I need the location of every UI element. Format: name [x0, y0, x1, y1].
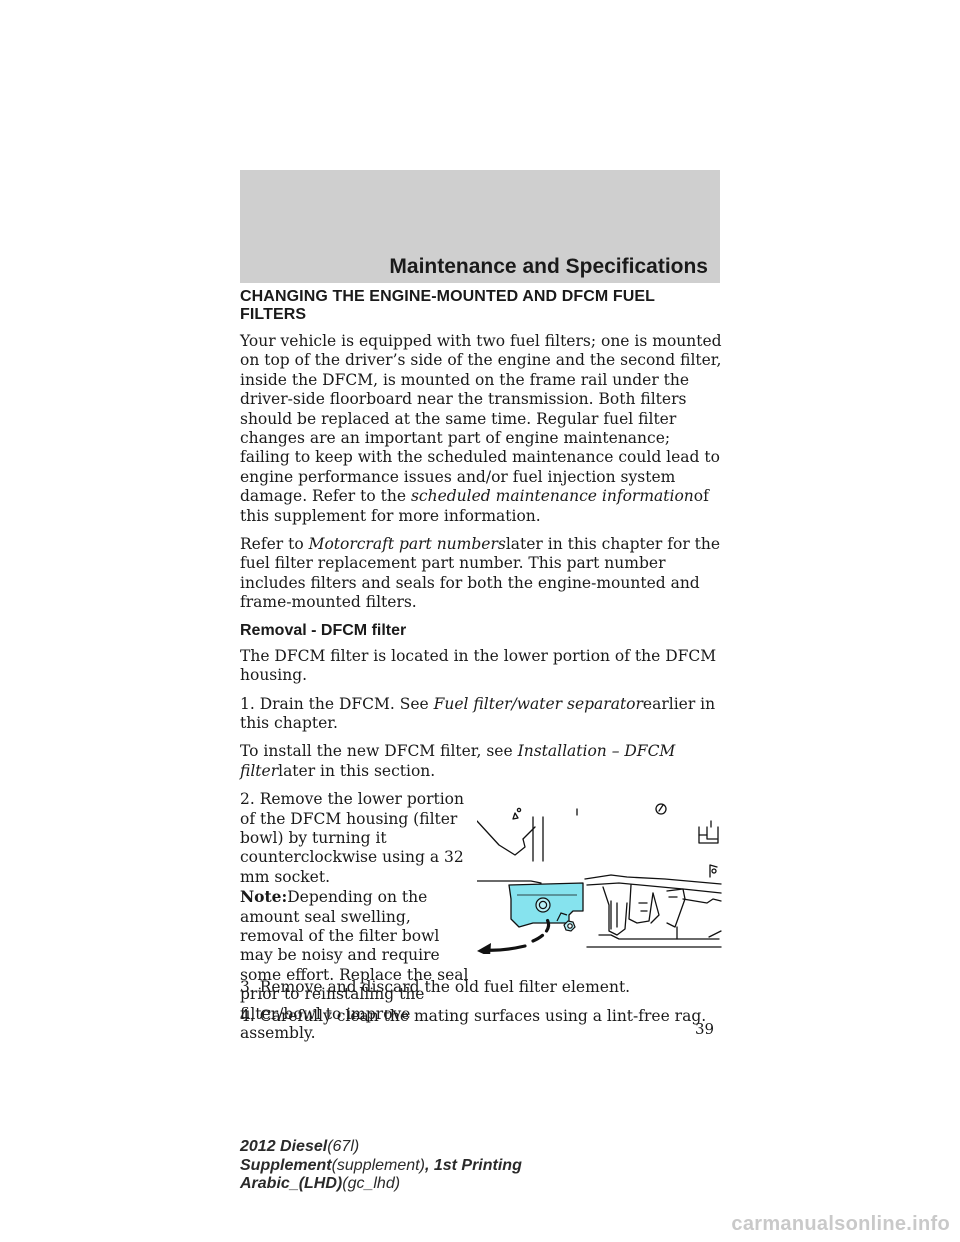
note-label: Note:: [240, 887, 288, 907]
step1-tail: earlier in this chapter.: [240, 694, 716, 732]
footer-doc-code: (supplement): [331, 1156, 425, 1174]
step-1: 1. Drain the DFCM. See Fuel filter/water…: [240, 695, 724, 734]
footer-market-code: (gc_lhd): [342, 1175, 401, 1192]
section-title: Maintenance and Specifications: [389, 255, 708, 278]
footer-printing: 1st Printing: [429, 1156, 522, 1174]
para2-tail: later in this chapter for the fuel filte…: [240, 535, 721, 612]
step-4: 4. Carefully clean the mating surfaces u…: [240, 1006, 707, 1025]
footer-separator: ,: [424, 1156, 430, 1174]
site-watermark: carmanualsonline.info: [731, 1213, 950, 1235]
main-heading: CHANGING THE ENGINE-MOUNTED AND DFCM FUE…: [240, 288, 655, 323]
removal-intro: The DFCM filter is located in the lower …: [240, 646, 717, 685]
footer-model-code: (67l): [327, 1138, 360, 1155]
step-2: 2. Remove the lower portion of the DFCM …: [240, 790, 464, 886]
para2-lead: Refer to: [240, 535, 309, 554]
footer-doc-type: Supplement: [240, 1156, 332, 1174]
page-number: 39: [695, 1020, 715, 1038]
motorcraft-ref: Motorcraft part numbers: [308, 535, 506, 554]
step-2-block: 2. Remove the lower portion of the DFCM …: [240, 790, 724, 1042]
footer-line-1: 2012 Diesel(67l): [240, 1138, 522, 1157]
note-text: Depending on the amount seal swelling, r…: [240, 888, 469, 1042]
step-2-text: 2. Remove the lower portion of the DFCM …: [240, 790, 472, 1043]
part-number-paragraph: Refer to Motorcraft part numberslater in…: [240, 535, 724, 613]
installation-ref: Installation – DFCM filter: [240, 742, 676, 780]
intro-paragraph: Your vehicle is equipped with two fuel f…: [240, 332, 724, 526]
fuel-filter-ref: Fuel filter/water separator: [433, 694, 643, 713]
install-tail: later in this section.: [278, 761, 436, 780]
footer-market: Arabic_(LHD): [240, 1175, 343, 1192]
footer-line-3: Arabic_(LHD)(gc_lhd): [240, 1175, 522, 1194]
footer-line-2: Supplement(supplement), 1st Printing: [240, 1157, 522, 1176]
scheduled-maintenance-ref: scheduled maintenance information: [410, 487, 694, 506]
install-reference: To install the new DFCM filter, see Inst…: [240, 742, 724, 781]
dfcm-filter-bowl-illustration: [477, 803, 722, 955]
removal-heading: Removal - DFCM filter: [240, 621, 407, 639]
step1-lead: 1. Drain the DFCM. See: [240, 694, 434, 713]
step-3: 3. Remove and discard the old fuel filte…: [240, 978, 631, 997]
print-footer: 2012 Diesel(67l) Supplement(supplement),…: [240, 1138, 522, 1194]
footer-model: 2012 Diesel: [240, 1138, 328, 1155]
para1-text: Your vehicle is equipped with two fuel f…: [240, 332, 722, 506]
section-header-band: Maintenance and Specifications: [240, 170, 720, 283]
page-content: CHANGING THE ENGINE-MOUNTED AND DFCM FUE…: [240, 288, 724, 1042]
para1-tail: of this supplement for more information.: [240, 487, 709, 525]
install-lead: To install the new DFCM filter, see: [240, 742, 518, 761]
